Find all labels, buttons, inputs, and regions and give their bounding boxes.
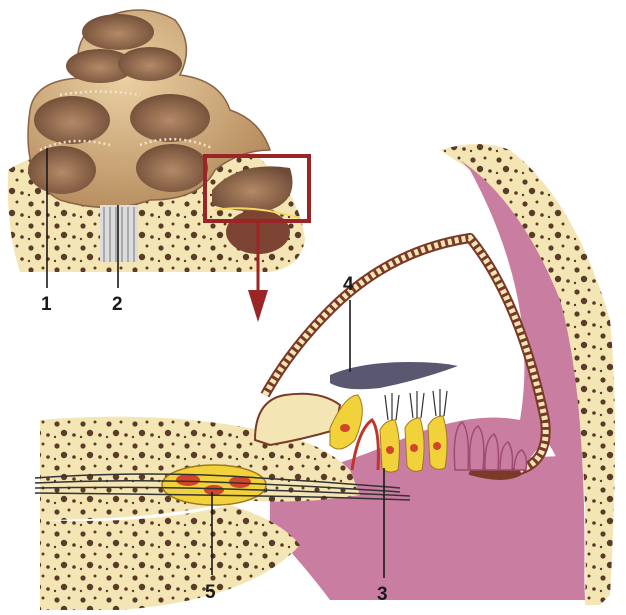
lower-bone	[40, 505, 300, 610]
label-5: 5	[205, 582, 216, 603]
basal-chamber-right	[136, 144, 208, 192]
outer-hair-nucleus	[410, 444, 418, 452]
ganglion-cell	[176, 474, 200, 486]
label-3: 3	[377, 584, 388, 605]
inner-hair-nucleus	[340, 424, 350, 432]
callout-arrow-head	[248, 290, 268, 322]
spiral-limbus	[255, 394, 340, 445]
label-2: 2	[112, 294, 123, 315]
basal-chamber-left	[28, 146, 96, 194]
cochlea-section-inset	[8, 10, 309, 322]
apical-chamber	[82, 14, 154, 50]
label-1: 1	[41, 294, 52, 315]
ganglion-cell	[204, 485, 224, 495]
apical-chamber-3	[118, 47, 182, 81]
modiolus	[100, 205, 138, 262]
middle-chamber-left	[34, 96, 110, 144]
outer-hair-cells	[380, 389, 447, 472]
outer-hair-nucleus	[433, 442, 441, 450]
label-4: 4	[343, 274, 354, 295]
stereocilia	[385, 389, 447, 420]
middle-chamber-right	[130, 94, 210, 142]
outer-hair-nucleus	[386, 446, 394, 454]
